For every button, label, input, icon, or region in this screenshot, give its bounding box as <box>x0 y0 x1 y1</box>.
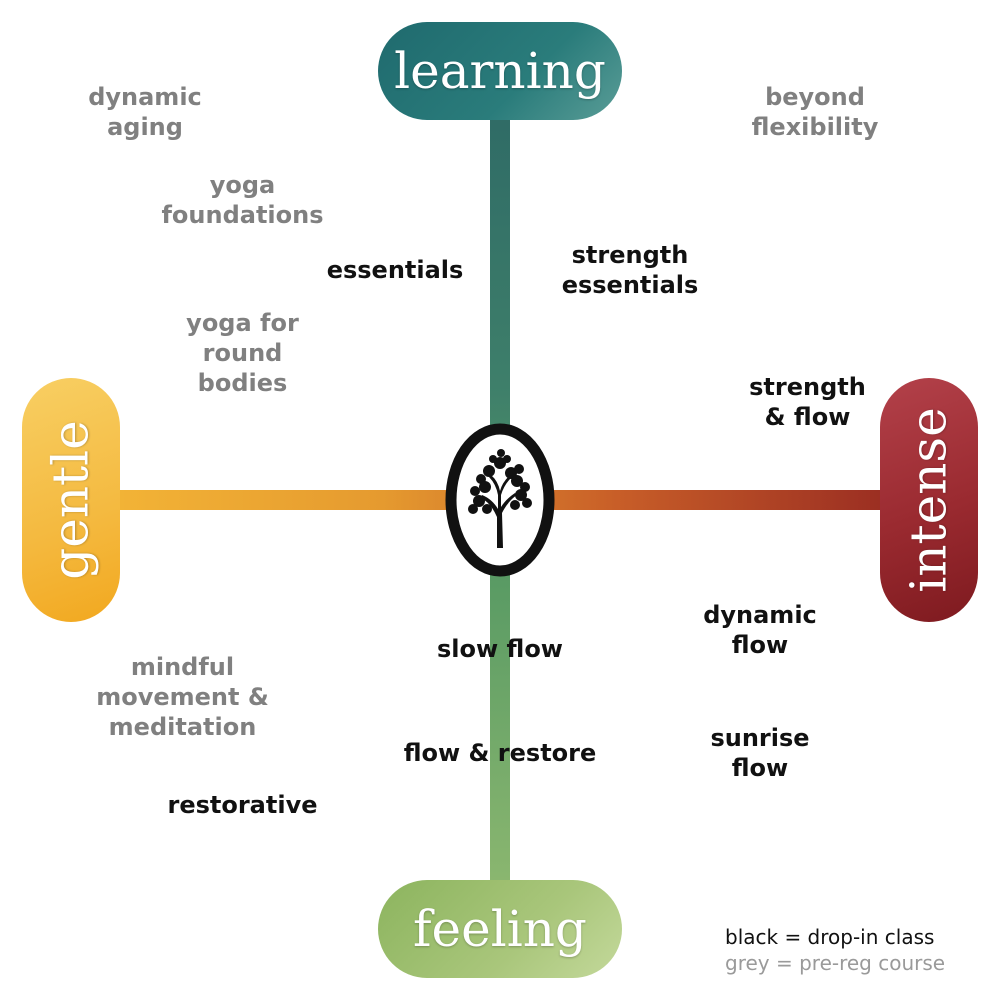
class-essentials: essentials <box>326 256 464 284</box>
class-dynamic-flow: dynamic flow <box>703 601 817 659</box>
class-sunrise-flow: sunrise flow <box>710 724 810 782</box>
gentle-pill: gentle <box>22 378 120 622</box>
tree-icon <box>445 423 555 577</box>
course-yoga-for-round-bodies: yoga for round bodies <box>186 309 299 397</box>
course-mindful-movement-meditation: mindful movement & meditation <box>96 653 269 741</box>
class-restorative: restorative <box>167 791 318 819</box>
feeling-pill: feeling <box>378 880 622 978</box>
intense-label: intense <box>900 407 959 593</box>
course-dynamic-aging: dynamic aging <box>88 83 202 141</box>
class-slow-flow: slow flow <box>437 635 563 663</box>
intense-pill: intense <box>880 378 978 622</box>
class-flow-restore: flow & restore <box>403 739 597 767</box>
class-strength-flow: strength & flow <box>749 373 866 431</box>
gentle-label: gentle <box>42 420 101 580</box>
legend-grey-line: grey = pre-reg course <box>725 951 946 975</box>
learning-label: learning <box>394 42 606 100</box>
class-strength-essentials: strength essentials <box>561 241 699 299</box>
course-beyond-flexibility: beyond flexibility <box>751 83 879 141</box>
course-yoga-foundations: yoga foundations <box>161 171 324 229</box>
learning-pill: learning <box>378 22 622 120</box>
legend-black-line: black = drop-in class <box>725 925 935 949</box>
legend: black = drop-in class grey = pre-reg cou… <box>725 924 945 976</box>
feeling-label: feeling <box>413 900 587 958</box>
